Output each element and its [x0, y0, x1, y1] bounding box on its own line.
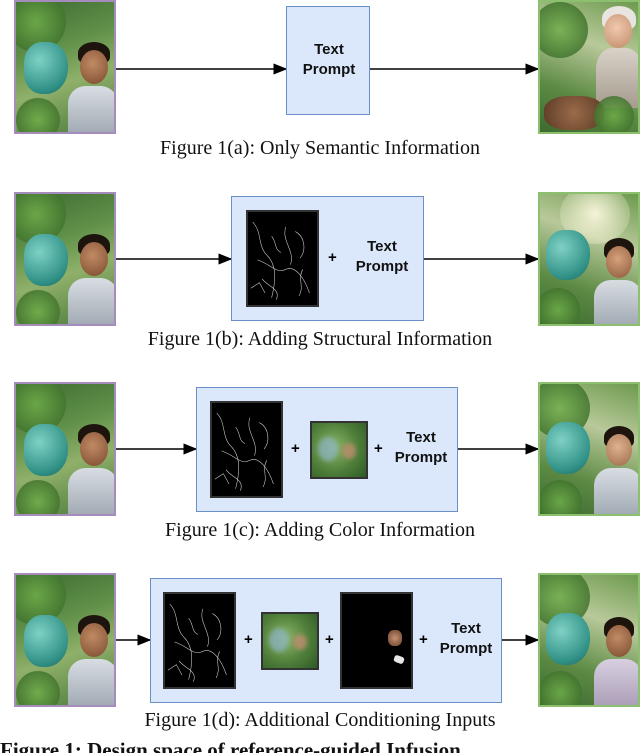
plus-sign: + — [419, 631, 428, 648]
output-image-b — [538, 192, 640, 326]
output-image-c — [538, 382, 640, 516]
prompt-text-line1: Text — [387, 428, 455, 448]
conditioning-box-c: + + Text Prompt — [196, 387, 458, 512]
edge-map-image — [210, 401, 283, 498]
edge-map-image — [163, 592, 236, 689]
prompt-text-line1: Text — [287, 40, 371, 60]
prompt-text-line1: Text — [344, 237, 420, 257]
input-image-b — [14, 192, 116, 326]
plus-sign: + — [328, 249, 337, 266]
prompt-text-line2: Prompt — [344, 257, 420, 277]
output-image-d — [538, 573, 640, 707]
color-blur-image — [261, 612, 319, 670]
edge-map-image — [246, 210, 319, 307]
caption-d: Figure 1(d): Additional Conditioning Inp… — [0, 709, 640, 732]
caption-c: Figure 1(c): Adding Color Information — [0, 519, 640, 542]
figure-footer-caption: Figure 1: Design space of reference-guid… — [0, 735, 640, 753]
caption-b: Figure 1(b): Adding Structural Informati… — [0, 328, 640, 351]
conditioning-box-d: + + + Text Prompt — [150, 578, 502, 703]
plus-sign: + — [291, 440, 300, 457]
conditioning-box-b: + Text Prompt — [231, 196, 424, 321]
plus-sign: + — [244, 631, 253, 648]
plus-sign: + — [325, 631, 334, 648]
text-prompt-box-a: Text Prompt — [286, 6, 370, 115]
color-blur-image — [310, 421, 368, 479]
caption-a: Figure 1(a): Only Semantic Information — [0, 137, 640, 160]
input-image-a — [14, 0, 116, 134]
output-image-a — [538, 0, 640, 134]
input-image-c — [14, 382, 116, 516]
face-mask-image — [340, 592, 413, 689]
prompt-text-line2: Prompt — [287, 60, 371, 80]
prompt-text-line2: Prompt — [387, 448, 455, 468]
plus-sign: + — [374, 440, 383, 457]
prompt-text-line1: Text — [433, 619, 499, 639]
input-image-d — [14, 573, 116, 707]
prompt-text-line2: Prompt — [433, 639, 499, 659]
